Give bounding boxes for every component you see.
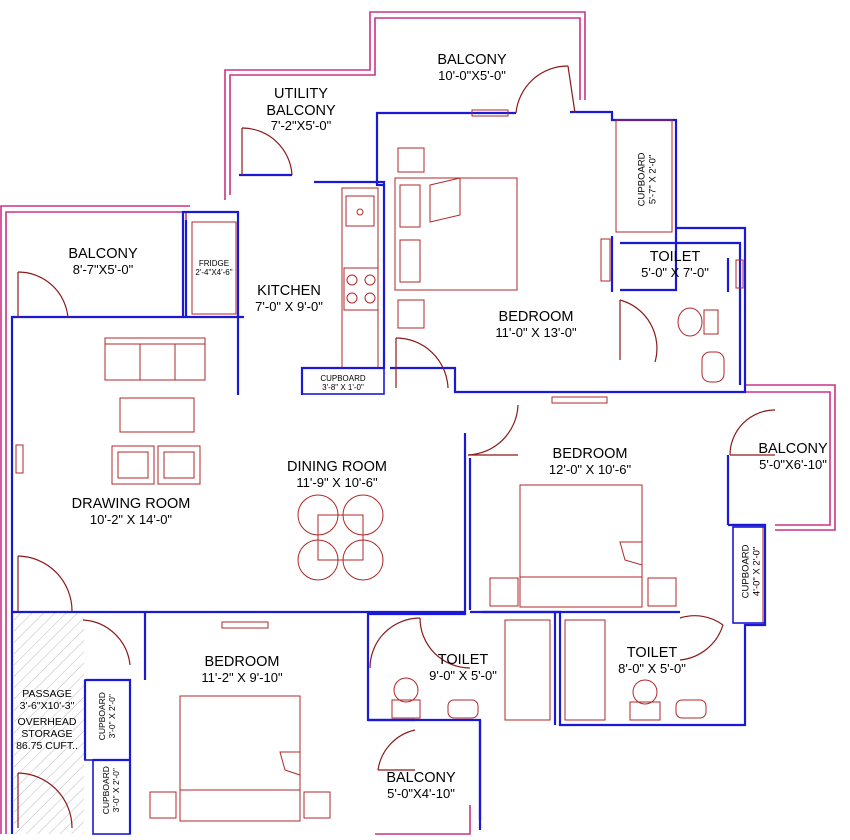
drawing-room-furniture	[104, 337, 206, 485]
cupboard-name: CUPBOARD	[740, 544, 752, 599]
room-name: BALCONY	[68, 246, 138, 262]
room-name: TOILET	[626, 645, 678, 661]
label-balcony-bottom: BALCONY 5'-0"X4'-10"	[386, 770, 455, 802]
label-bedroom-bottom: BEDROOM 11'-2" X 9'-10"	[201, 654, 282, 686]
cupboard-size: 3'-0" X 2'-0"	[111, 768, 121, 813]
label-passage: PASSAGE 3'-6"X10'-3" OVERHEAD STORAGE 86…	[16, 688, 78, 752]
doors	[17, 65, 776, 829]
passage-size: 3'-6"X10'-3"	[19, 700, 75, 713]
room-size: 5'-0"X6'-10"	[759, 456, 827, 472]
label-kitchen: KITCHEN 7'-0" X 9'-0"	[255, 283, 323, 315]
room-size: 11'-2" X 9'-10"	[201, 669, 283, 685]
label-toilet-center: TOILET 9'-0" X 5'-0"	[429, 652, 497, 684]
passage-hatch	[14, 612, 84, 834]
label-drawing-room: DRAWING ROOM 10'-2" X 14'-0"	[72, 496, 191, 528]
label-toilet-right: TOILET 8'-0" X 5'-0"	[618, 645, 686, 677]
room-name: DINING ROOM	[287, 459, 387, 475]
room-size: 5'-0" X 7'-0"	[641, 264, 709, 280]
room-name: TOILET	[649, 249, 701, 265]
room-name: DRAWING ROOM	[71, 496, 191, 512]
kitchen-counter	[191, 187, 379, 369]
room-name-line2: BALCONY	[266, 102, 336, 119]
label-balcony-top: BALCONY 10'-0"X5'-0"	[437, 52, 506, 84]
right-bed	[489, 484, 764, 624]
room-size: 5'-0"X4'-10"	[387, 785, 455, 801]
dining-table	[297, 494, 384, 581]
label-dining-room: DINING ROOM 11'-9" X 10'-6"	[287, 459, 387, 491]
bottom-bed	[149, 695, 331, 822]
windows	[15, 109, 744, 629]
bottom-toilet-fixtures	[391, 619, 707, 721]
room-name: TOILET	[437, 652, 489, 668]
master-toilet-fixtures	[677, 307, 725, 383]
master-bed	[394, 119, 673, 329]
label-balcony-left: BALCONY 8'-7"X5'-0"	[68, 246, 137, 278]
fridge-size: 2'-4"X4'-6"	[195, 268, 233, 278]
cupboard-name: CUPBOARD	[320, 374, 366, 383]
room-size: 11'-0" X 13'-0"	[495, 324, 577, 340]
storage-line2: STORAGE	[21, 728, 73, 741]
cupboard-name: CUPBOARD	[100, 766, 111, 815]
cupboard-size: 5'-7" X 2'-0"	[648, 154, 659, 205]
storage-line3: 86.75 CUFT..	[16, 740, 78, 753]
room-size: 12'-0" X 10'-6"	[548, 461, 632, 477]
cupboards	[84, 367, 766, 835]
room-size: 10'-2" X 14'-0"	[89, 511, 173, 527]
room-name-line1: UTILITY	[274, 86, 328, 102]
fridge-name: FRIDGE	[198, 259, 230, 268]
label-bedroom-right: BEDROOM 12'-0" X 10'-6"	[549, 446, 631, 478]
room-name: BALCONY	[437, 52, 507, 68]
room-size: 7'-0" X 9'-0"	[255, 298, 323, 314]
cupboard-size: 3'-8" X 1'-0"	[322, 383, 364, 393]
outer-walls	[0, 11, 836, 835]
label-cupboard-passage-2: CUPBOARD 3'-0" X 2'-0"	[101, 740, 121, 840]
room-name: BALCONY	[386, 770, 456, 786]
label-balcony-right: BALCONY 5'-0"X6'-10"	[758, 441, 827, 473]
cupboard-name: CUPBOARD	[96, 692, 107, 741]
room-name: BEDROOM	[498, 309, 574, 325]
room-name: KITCHEN	[257, 283, 321, 299]
label-cupboard-master: CUPBOARD 5'-7" X 2'-0"	[637, 129, 660, 229]
cupboard-name: CUPBOARD	[636, 152, 648, 207]
label-cupboard-right: CUPBOARD 4'-0" X 2'-0"	[741, 521, 764, 621]
room-name: BEDROOM	[552, 446, 628, 462]
room-size: 8'-0" X 5'-0"	[618, 660, 686, 676]
label-toilet-master: TOILET 5'-0" X 7'-0"	[641, 249, 709, 281]
room-name: BALCONY	[758, 441, 828, 457]
label-fridge: FRIDGE 2'-4"X4'-6"	[195, 259, 232, 277]
cupboard-size: 4'-0" X 2'-0"	[752, 546, 763, 597]
room-name: BEDROOM	[204, 654, 280, 670]
passage-name: PASSAGE	[22, 688, 72, 700]
room-size: 9'-0" X 5'-0"	[429, 667, 497, 683]
label-utility-balcony: UTILITY BALCONY 7'-2"X5'-0"	[266, 86, 335, 134]
cupboard-size: 3'-0" X 2'-0"	[107, 694, 117, 739]
label-cupboard-kitchen: CUPBOARD 3'-8" X 1'-0"	[320, 374, 365, 392]
storage-line1: OVERHEAD	[17, 716, 77, 729]
room-size: 11'-9" X 10'-6"	[296, 474, 378, 490]
room-size: 8'-7"X5'-0"	[72, 261, 134, 277]
room-size: 10'-0"X5'-0"	[438, 67, 506, 83]
room-size: 7'-2"X5'-0"	[270, 118, 332, 134]
label-bedroom-master: BEDROOM 11'-0" X 13'-0"	[495, 309, 576, 341]
